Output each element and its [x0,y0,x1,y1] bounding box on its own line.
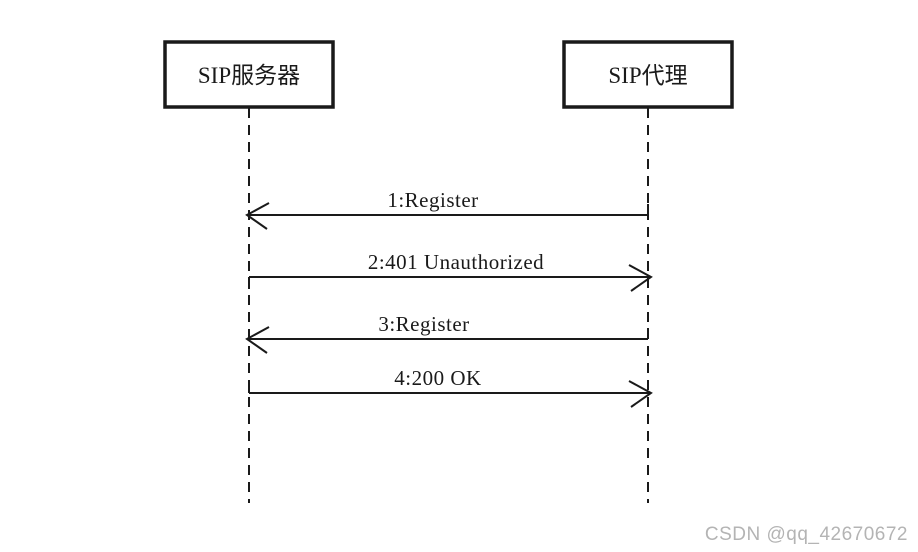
actor-label: SIP代理 [608,63,687,88]
arrowhead-icon [245,202,270,230]
actor-box [163,40,335,109]
message-label: 3:Register [378,312,469,336]
watermark: CSDN @qq_42670672 [704,524,908,545]
actor-label: SIP服务器 [198,63,300,88]
message-label: 2:401 Unauthorized [368,250,544,274]
actor-box [562,40,734,109]
arrowhead-icon [628,380,653,408]
arrowhead-icon [245,326,270,354]
message-label: 4:200 OK [394,366,481,390]
message-label: 1:Register [387,188,478,212]
arrowhead-icon [628,264,653,292]
